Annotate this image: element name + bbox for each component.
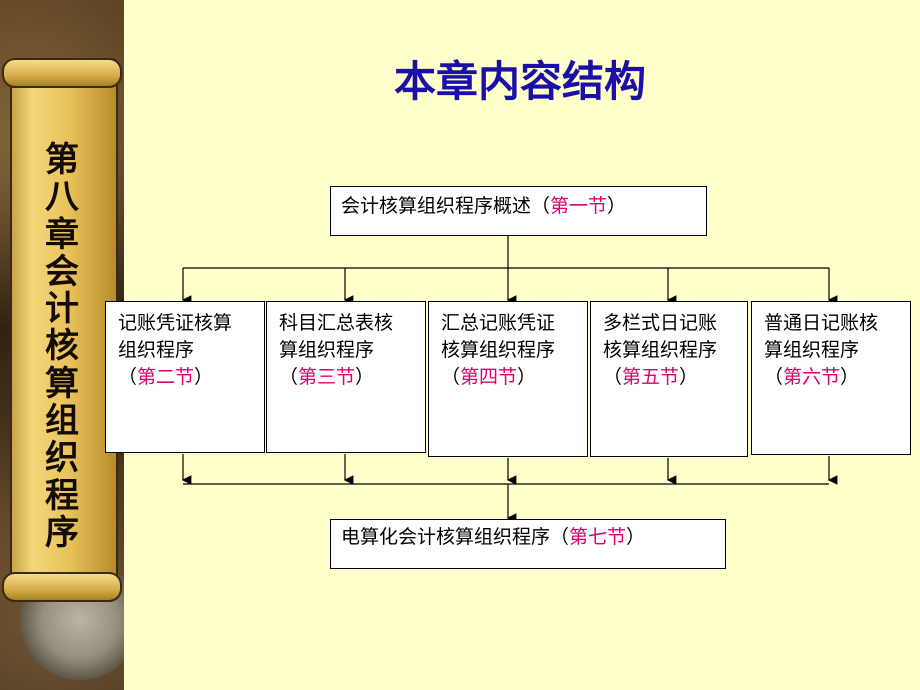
scroll-bottom-roll — [2, 572, 122, 602]
box-line: 科目汇总表核 — [279, 312, 394, 334]
section-label: 第四节 — [460, 366, 518, 388]
section-label: 第二节 — [137, 366, 195, 388]
process-box-section-2: 记账凭证核算 组织程序 （第二节） — [105, 301, 265, 453]
chapter-title: 第 八 章 会 计 核 算 组 织 程 序 — [26, 140, 98, 553]
box-line: 算组织程序 — [279, 339, 375, 361]
chapter-title-char: 程 — [45, 475, 79, 516]
process-box-section-6: 普通日记账核 算组织程序 （第六节） — [751, 301, 911, 455]
page-title: 本章内容结构 — [393, 57, 646, 106]
overview-text: 会计核算组织程序概述（ — [341, 195, 551, 217]
scroll-banner — [10, 58, 118, 594]
box-line: 核算组织程序 — [441, 339, 556, 361]
bracket-open: （ — [118, 366, 138, 388]
section-label: 第三节 — [298, 366, 356, 388]
box-line: 算组织程序 — [764, 339, 860, 361]
chapter-title-char: 织 — [45, 438, 79, 479]
process-box-section-4: 汇总记账凭证 核算组织程序 （第四节） — [428, 301, 588, 457]
bracket-open: （ — [764, 366, 784, 388]
chapter-title-char: 八 — [45, 177, 79, 218]
bracket-open: （ — [441, 366, 461, 388]
process-box-section-5: 多栏式日记账 核算组织程序 （第五节） — [590, 301, 748, 457]
section-label: 第一节 — [550, 195, 608, 217]
process-box-section-3: 科目汇总表核 算组织程序 （第三节） — [266, 301, 426, 453]
bracket-close: ） — [607, 195, 627, 217]
box-line: 多栏式日记账 — [603, 312, 718, 334]
computerized-process-box: 电算化会计核算组织程序（第七节） — [330, 519, 726, 569]
chapter-title-char: 会 — [45, 251, 79, 292]
chapter-title-char: 序 — [45, 512, 79, 553]
chapter-title-char: 章 — [45, 214, 79, 255]
box-line: 组织程序 — [118, 339, 195, 361]
scroll-top-roll — [2, 58, 122, 88]
overview-box: 会计核算组织程序概述（第一节） — [330, 186, 707, 236]
section-label: 第七节 — [569, 526, 627, 548]
bracket-close: ） — [626, 526, 646, 548]
bracket-close: ） — [517, 366, 537, 388]
section-label: 第六节 — [783, 366, 841, 388]
bottom-text: 电算化会计核算组织程序（ — [341, 526, 570, 548]
chapter-title-char: 第 — [45, 140, 79, 180]
section-label: 第五节 — [622, 366, 680, 388]
box-line: 汇总记账凭证 — [441, 312, 556, 334]
bracket-open: （ — [603, 366, 623, 388]
bracket-open: （ — [279, 366, 299, 388]
bracket-close: ） — [840, 366, 860, 388]
box-line: 核算组织程序 — [603, 339, 718, 361]
box-line: 普通日记账核 — [764, 312, 879, 334]
box-line: 记账凭证核算 — [118, 312, 233, 334]
bracket-close: ） — [194, 366, 214, 388]
chapter-title-char: 组 — [45, 401, 79, 442]
chapter-title-char: 核 — [45, 326, 79, 367]
bracket-close: ） — [679, 366, 699, 388]
chapter-title-char: 算 — [45, 363, 79, 404]
bracket-close: ） — [355, 366, 375, 388]
chapter-title-char: 计 — [45, 289, 79, 330]
